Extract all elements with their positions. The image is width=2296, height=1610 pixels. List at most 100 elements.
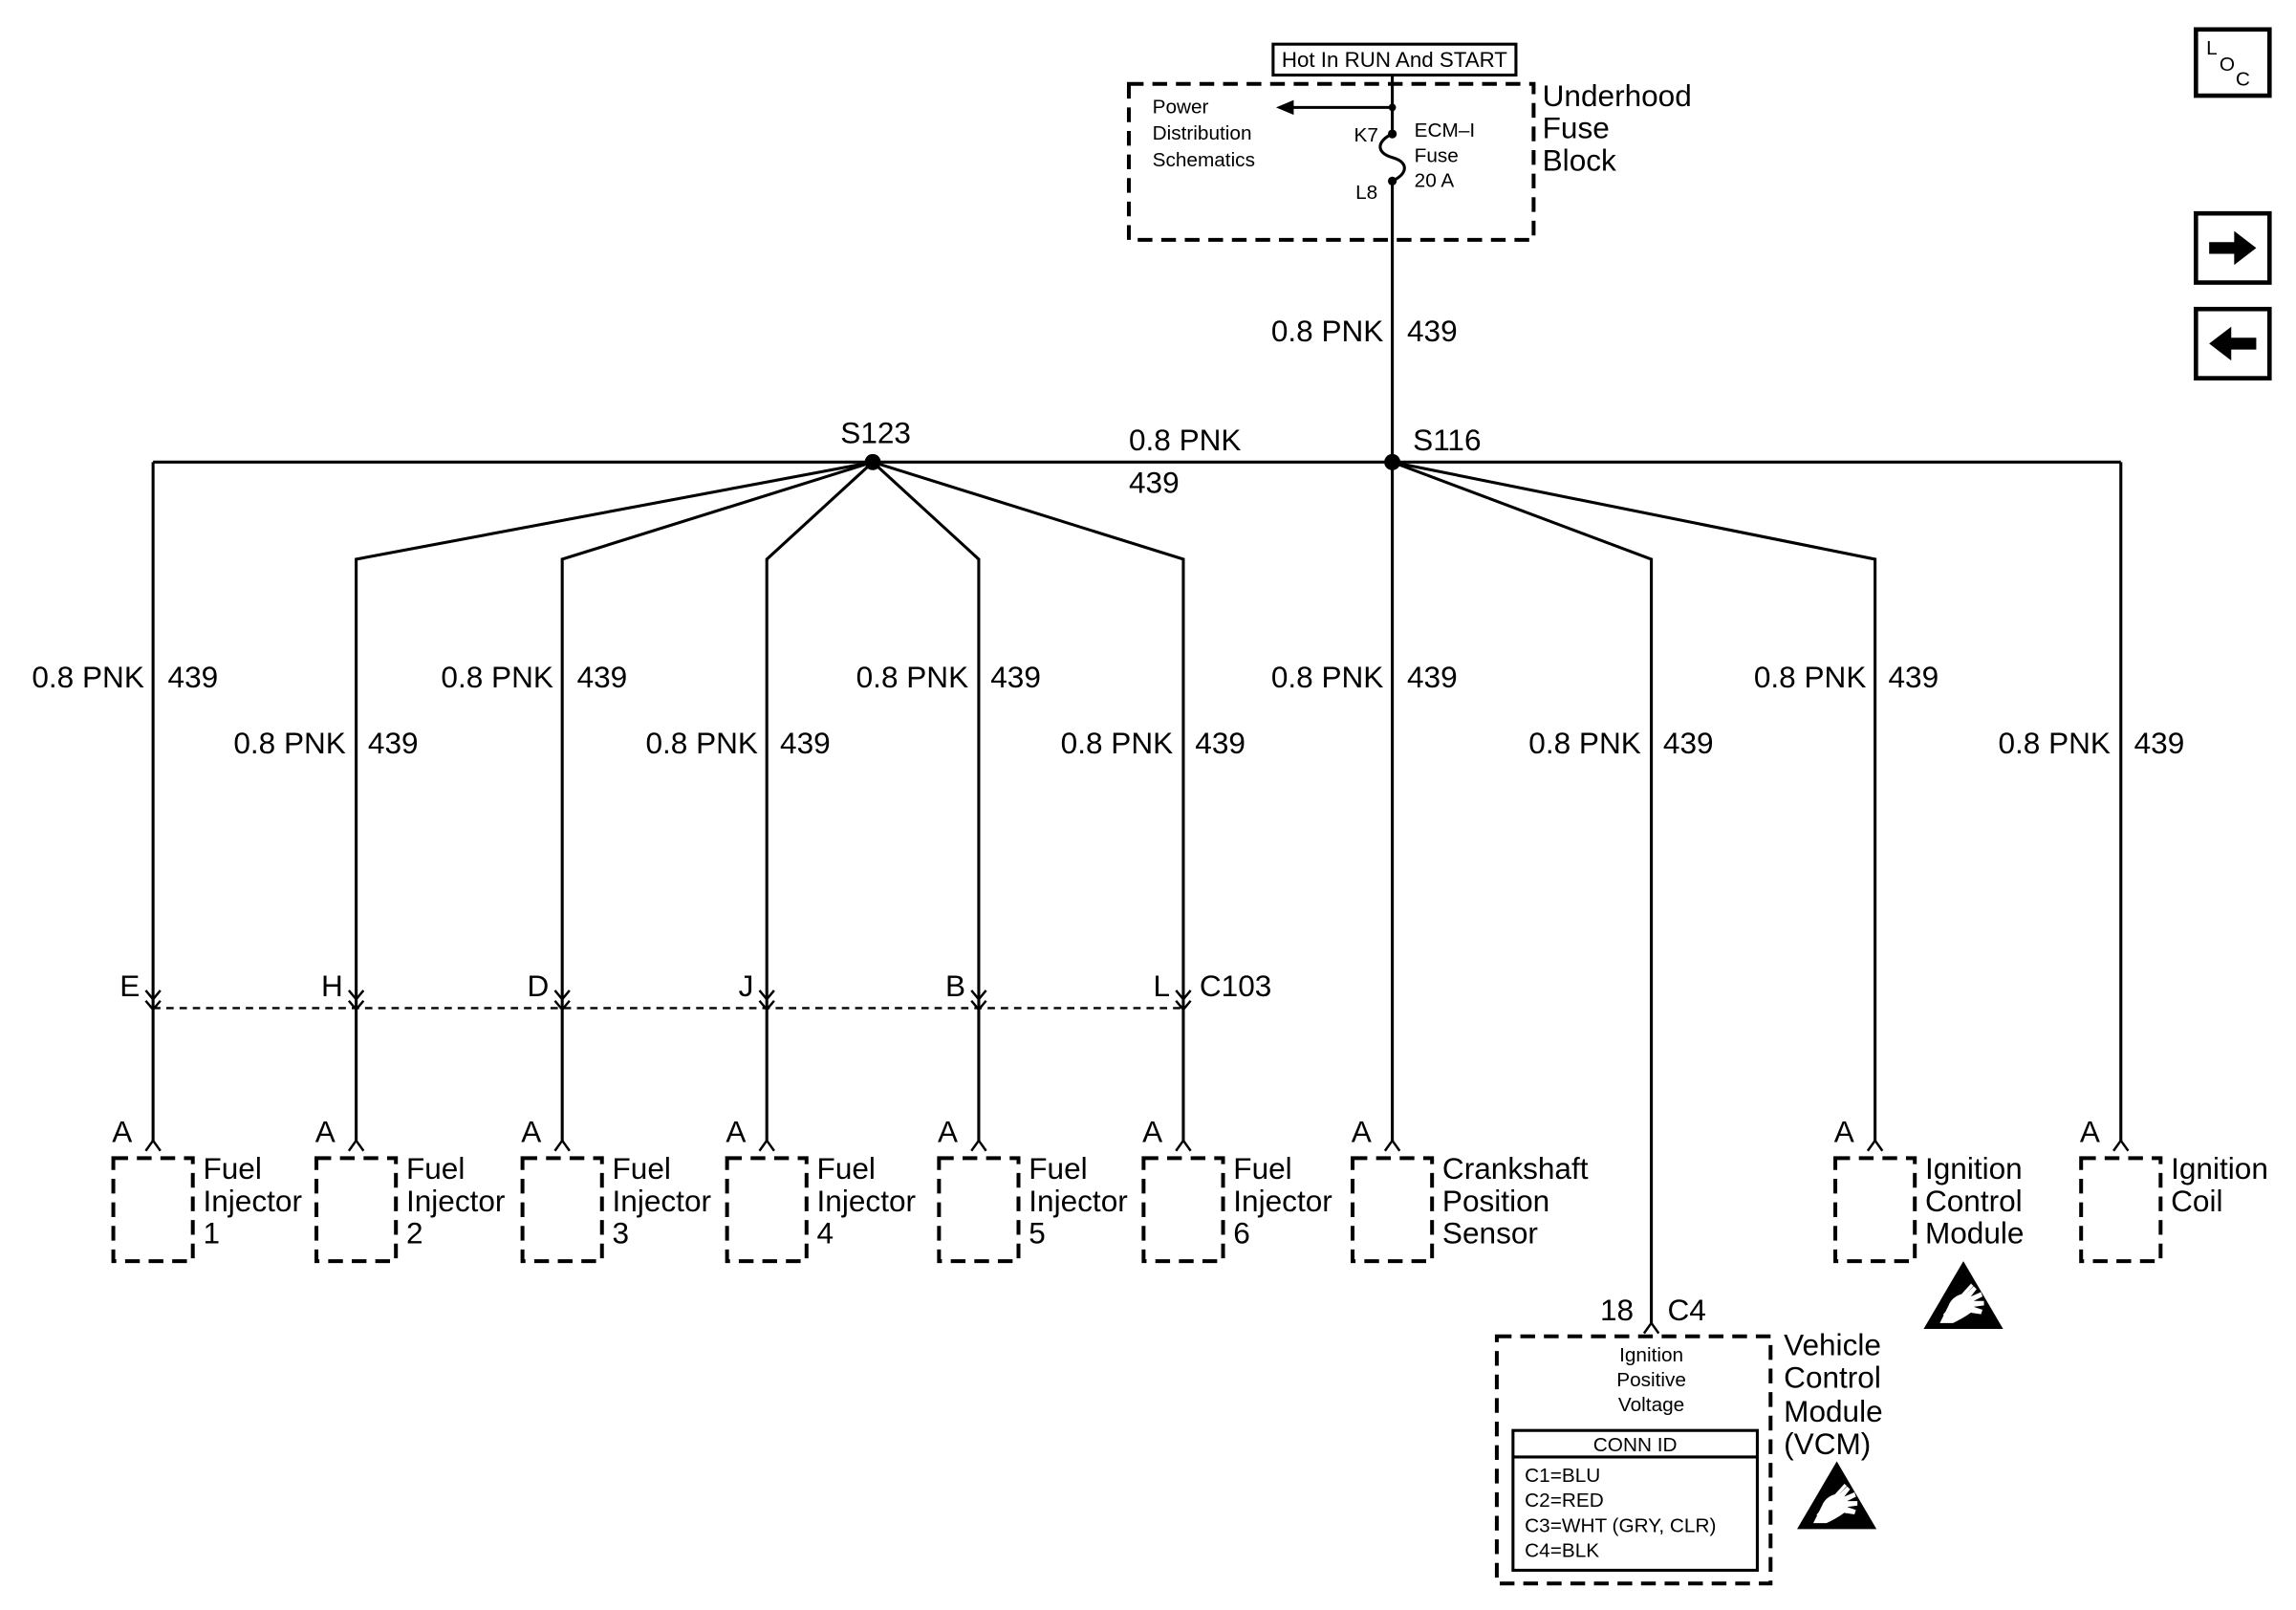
splice-s123: S123 — [840, 415, 911, 470]
component-label-line: 3 — [613, 1216, 630, 1251]
wire-segment — [765, 461, 875, 1141]
esd-hand — [1939, 1286, 1984, 1323]
connector-terminal-symbol — [758, 990, 775, 1012]
wire-size-color: 0.8 PNK — [1528, 726, 1641, 760]
wire-circuit: 439 — [1407, 314, 1458, 348]
component-label-line: Fuel — [817, 1151, 876, 1186]
component-label-line: Module — [1925, 1216, 2024, 1251]
vcm-pin-function: Positive — [1616, 1369, 1686, 1391]
locator-button[interactable]: L O C — [2193, 27, 2272, 98]
esd-sensitive-icon — [1797, 1461, 1877, 1530]
component-terminal-label: A — [112, 1115, 132, 1149]
wire-size-color: 0.8 PNK — [233, 726, 346, 760]
component-label-line: 6 — [1233, 1216, 1250, 1251]
conn-id-row: C1=BLU — [1525, 1465, 1600, 1487]
wire-size-color: 0.8 PNK — [1271, 314, 1384, 348]
vcm-connector: C4 — [1668, 1293, 1706, 1327]
power-distribution-reference: Power — [1153, 97, 1209, 119]
power-source-label: Hot In RUN And START — [1282, 48, 1507, 72]
splice-label: S123 — [840, 415, 911, 449]
branch-wire-fuel-injector-5: 0.8 PNK 439 — [856, 461, 1041, 1141]
wire-segment — [560, 460, 874, 1141]
component-label-line: 1 — [203, 1216, 220, 1251]
component-label-line: Fuel — [406, 1151, 465, 1186]
conn-id-row: C3=WHT (GRY, CLR) — [1525, 1514, 1716, 1536]
previous-page-button[interactable] — [2193, 306, 2272, 381]
branch-wire-crankshaft-position-sensor: 0.8 PNK 439 — [1271, 462, 1458, 1141]
component-label-line: Injector — [406, 1184, 505, 1218]
connector-terminal-symbol — [347, 990, 365, 1012]
wire-size-color: 0.8 PNK — [1061, 726, 1174, 760]
component-label-line: Fuel — [613, 1151, 671, 1186]
component-outline — [1351, 1156, 1435, 1264]
locator-letter: O — [2220, 54, 2235, 76]
arrow-left-icon — [2209, 326, 2257, 361]
component-ignition-control-module: A Ignition Control Module — [1833, 1115, 2024, 1329]
vcm-name-line: Vehicle — [1784, 1328, 1881, 1362]
locator-button-frame[interactable] — [2193, 27, 2272, 98]
next-page-button[interactable] — [2193, 210, 2272, 285]
power-source: Hot In RUN And START — [1271, 42, 1518, 77]
component-label-line: Coil — [2171, 1184, 2222, 1218]
wire-circuit: 439 — [577, 660, 628, 694]
wire-size-color: 0.8 PNK — [1754, 660, 1867, 694]
component-outline — [937, 1156, 1021, 1264]
wire-segment — [1392, 460, 1877, 1141]
fuse-block-name-line: Underhood — [1543, 78, 1692, 113]
wire-circuit: 439 — [2134, 726, 2185, 760]
fuse-block-name-line: Block — [1543, 143, 1616, 178]
conn-id-table: CONN ID C1=BLU C2=RED C3=WHT (GRY, CLR) … — [1511, 1428, 1759, 1572]
component-fuel-injector-6: A Fuel Injector 6 — [1141, 1115, 1332, 1264]
component-outline — [111, 1156, 195, 1264]
component-label-line: Ignition — [1925, 1151, 2023, 1186]
vcm-name-line: Control — [1784, 1360, 1881, 1395]
component-fuel-injector-5: A Fuel Injector 5 — [937, 1115, 1128, 1264]
component-terminal-symbol — [553, 1138, 571, 1152]
connector-terminal-symbol — [553, 990, 571, 1012]
branch-wire-fuel-injector-2: 0.8 PNK 439 — [233, 460, 874, 1141]
branch-wire-fuel-injector-4: 0.8 PNK 439 — [645, 461, 875, 1141]
splice-label: S116 — [1413, 423, 1481, 457]
arrow-right-icon — [2209, 230, 2257, 266]
fuse-label-line: Fuse — [1415, 144, 1459, 166]
wire-circuit: 439 — [780, 726, 831, 760]
component-label-line: Injector — [1233, 1184, 1332, 1218]
power-distribution-arrowhead — [1275, 99, 1294, 116]
locator-letter: C — [2236, 68, 2250, 90]
component-label-line: Position — [1442, 1184, 1549, 1218]
power-source-box — [1271, 42, 1518, 77]
component-label-line: Injector — [203, 1184, 301, 1218]
fuse-symbol — [1378, 132, 1406, 183]
component-terminal-label: A — [1352, 1115, 1372, 1149]
component-terminal-symbol — [1383, 1138, 1401, 1152]
wire-circuit: 439 — [1888, 660, 1939, 694]
wire-size-color: 0.8 PNK — [645, 726, 758, 760]
component-terminal-symbol — [970, 1138, 987, 1152]
connector-terminal-symbol — [970, 990, 987, 1012]
feed-wire: 0.8 PNK 439 — [1271, 75, 1458, 463]
esd-sensitive-icon — [1923, 1261, 2004, 1329]
fuse-label-line: ECM–I — [1415, 120, 1475, 141]
esd-slash — [1942, 1283, 1974, 1317]
component-terminal-label: A — [521, 1115, 541, 1149]
connector-cavity-b: B — [945, 968, 965, 1003]
branch-wire-fuel-injector-3: 0.8 PNK 439 — [441, 460, 874, 1141]
component-label-line: Sensor — [1442, 1216, 1538, 1251]
wire-size-color: 0.8 PNK — [1271, 660, 1384, 694]
wire-size-color: 0.8 PNK — [441, 660, 553, 694]
component-outline — [725, 1156, 809, 1264]
conn-id-box — [1511, 1428, 1759, 1572]
component-label-line: Injector — [1029, 1184, 1127, 1218]
component-fuel-injector-1: A Fuel Injector 1 — [111, 1115, 302, 1264]
component-terminal-label: A — [938, 1115, 958, 1149]
component-label-line: Injector — [613, 1184, 711, 1218]
splice-s116: S116 — [1384, 423, 1482, 470]
component-label-line: Fuel — [1233, 1151, 1291, 1186]
branch-wire-vcm: 0.8 PNK 439 — [1392, 460, 1714, 1323]
wire-segment — [872, 460, 1185, 1141]
component-label-line: 2 — [406, 1216, 423, 1251]
connector-cavity-l: L — [1154, 968, 1171, 1003]
bus-wire: 0.8 PNK 439 — [153, 423, 2121, 500]
fuse-label-line: 20 A — [1415, 169, 1455, 191]
